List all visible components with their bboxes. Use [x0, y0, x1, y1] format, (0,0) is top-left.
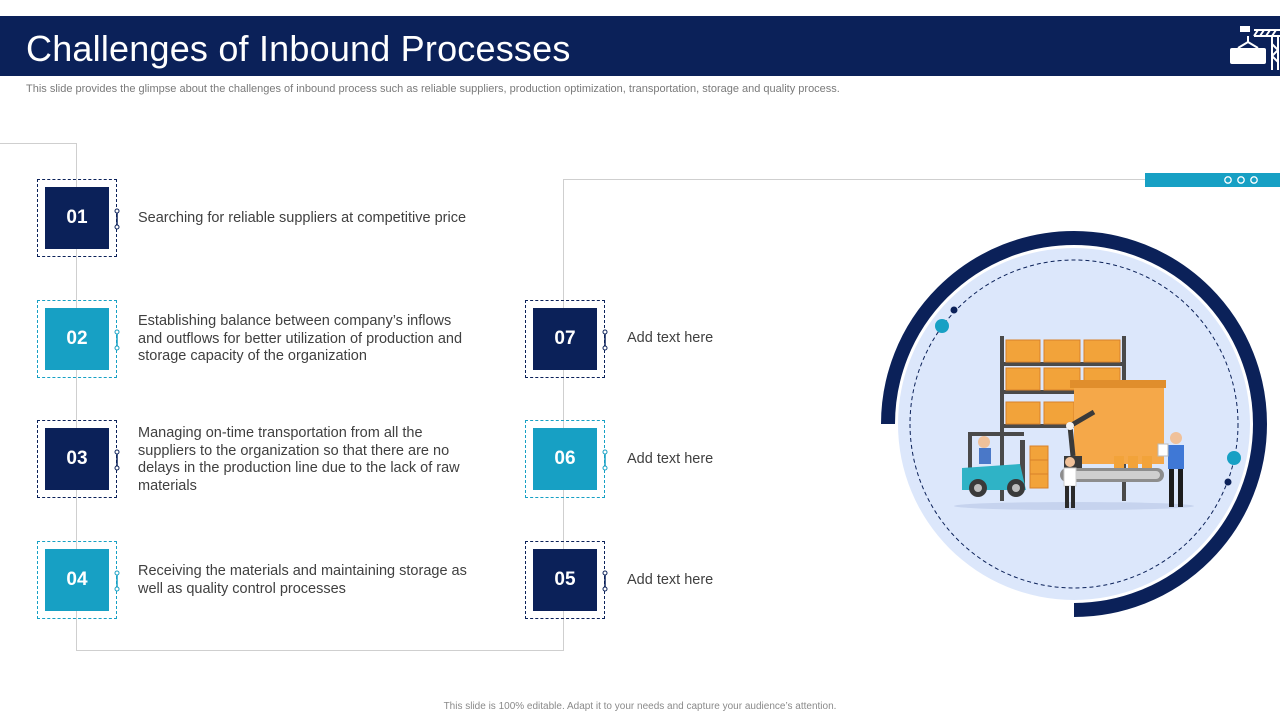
warehouse-forklift-illustration	[881, 231, 1267, 617]
crane-icon	[1230, 26, 1280, 70]
number-label: 03	[45, 428, 109, 490]
connector-icon	[114, 208, 120, 230]
frame-line-top-right	[563, 179, 1145, 180]
slide-description: This slide provides the glimpse about th…	[26, 83, 840, 95]
connector-icon	[114, 449, 120, 471]
connector-icon	[114, 329, 120, 351]
number-box-03: 03	[37, 420, 120, 498]
item-text-04: Receiving the materials and maintaining …	[138, 563, 467, 597]
dots-icon	[1224, 176, 1258, 184]
frame-line-right-vertical	[563, 179, 564, 651]
connector-icon	[602, 329, 608, 351]
item-text-03: Managing on-time transportation from all…	[138, 425, 460, 494]
connector-icon	[602, 449, 608, 471]
header-bar: Challenges of Inbound Processes	[0, 16, 1280, 76]
frame-line-bottom	[76, 650, 564, 651]
connector-icon	[602, 570, 608, 592]
number-label: 07	[533, 308, 597, 370]
number-box-04: 04	[37, 541, 120, 619]
number-box-01: 01	[37, 179, 120, 257]
number-box-06: 06	[525, 420, 608, 498]
number-box-07: 07	[525, 300, 608, 378]
number-label: 01	[45, 187, 109, 249]
item-text-06: Add text here	[627, 451, 714, 467]
item-text-01: Searching for reliable suppliers at comp…	[138, 210, 467, 226]
item-text-02: Establishing balance between company’s i…	[138, 313, 463, 364]
connector-icon	[114, 570, 120, 592]
page-title: Challenges of Inbound Processes	[26, 28, 571, 69]
number-label: 06	[533, 428, 597, 490]
number-label: 05	[533, 549, 597, 611]
item-text-05: Add text here	[627, 572, 714, 588]
number-label: 04	[45, 549, 109, 611]
frame-line-left-vertical	[76, 143, 77, 651]
decorative-bar	[1145, 173, 1280, 187]
number-box-02: 02	[37, 300, 120, 378]
item-text-07: Add text here	[627, 330, 714, 346]
number-box-05: 05	[525, 541, 608, 619]
number-label: 02	[45, 308, 109, 370]
footer-note: This slide is 100% editable. Adapt it to…	[443, 701, 837, 712]
frame-line-top-left	[0, 143, 77, 144]
